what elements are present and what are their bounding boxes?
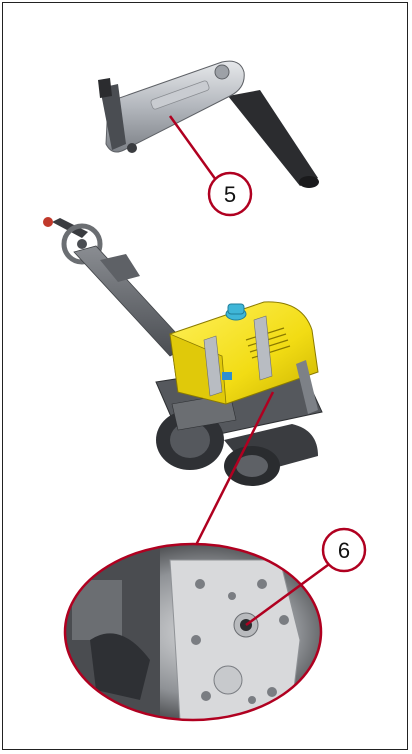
roller-compactor-illustration	[43, 217, 323, 486]
leader-line-6-detail	[245, 560, 333, 627]
wrench-tool-illustration	[98, 60, 319, 188]
callout-label-6: 6	[338, 538, 350, 563]
leader-lines	[168, 115, 333, 627]
leader-line-5	[168, 115, 218, 181]
pump-detail-closeup	[63, 542, 323, 722]
callout-label-5: 5	[224, 182, 236, 207]
callout-5: 5	[207, 171, 253, 217]
leader-line-6-machine	[194, 391, 275, 546]
callout-6: 6	[321, 527, 367, 573]
